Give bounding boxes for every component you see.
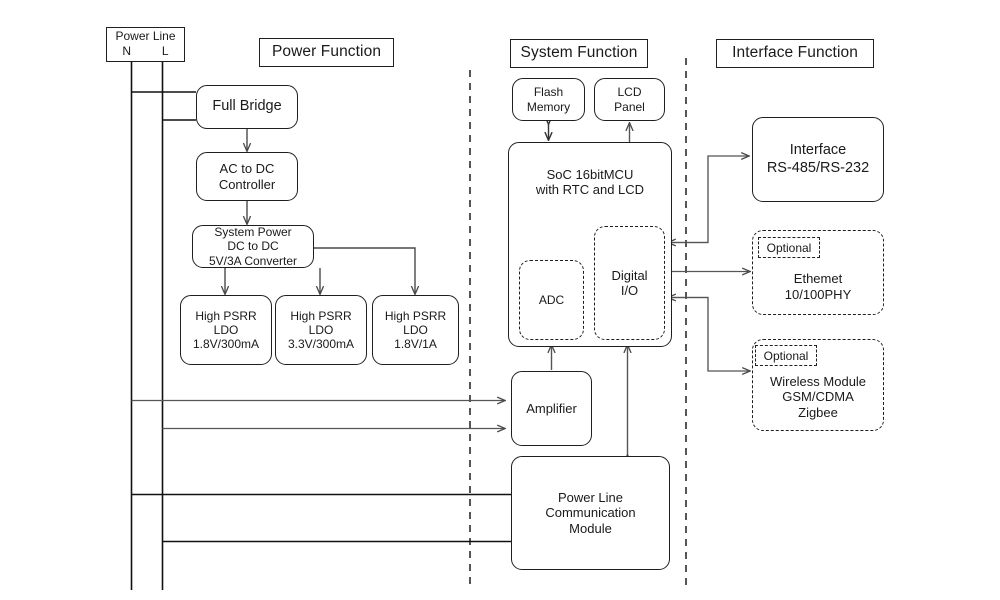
block-soc-mcu: SoC 16bitMCU with RTC and LCD (508, 142, 672, 347)
power-line-source: Power Line N L (106, 27, 185, 62)
block-adc: ADC (519, 260, 584, 340)
block-wireless-module: Wireless Module GSM/CDMA Zigbee (752, 339, 884, 431)
block-adc-label: ADC (538, 292, 565, 307)
block-soc-mcu-label: SoC 16bitMCU with RTC and LCD (535, 167, 645, 198)
block-flash-memory: Flash Memory (512, 78, 585, 121)
block-ethernet-phy: Ethemet 10/100PHY (752, 230, 884, 315)
block-ldo-1v8-1a: High PSRR LDO 1.8V/1A (372, 295, 459, 365)
block-system-power-converter: System Power DC to DC 5V/3A Converter (192, 225, 314, 268)
mains-bus (130, 62, 164, 590)
block-ldo-1v8-300ma-label: High PSRR LDO 1.8V/300mA (192, 308, 260, 352)
block-digital-io-label: Digital I/O (611, 267, 648, 298)
power-line-terminal-n: N (122, 44, 132, 59)
block-flash-memory-label: Flash Memory (526, 85, 571, 114)
block-full-bridge: Full Bridge (196, 85, 298, 129)
block-interface-rs-label: Interface RS-485/RS-232 (766, 142, 870, 176)
block-digital-io: Digital I/O (594, 226, 665, 340)
wire-mains-to-full-bridge (131, 91, 196, 121)
wire-digital-io-to-interface-rs (665, 156, 749, 243)
block-ldo-1v8-1a-label: High PSRR LDO 1.8V/1A (384, 308, 447, 352)
title-box-interface-function: Interface Function (716, 39, 874, 68)
block-plc-module-label: Power Line Communication Module (545, 490, 636, 536)
block-lcd-panel-label: LCD Panel (614, 85, 645, 114)
optional-tag-ethernet: Optional (758, 237, 820, 258)
title-power-function-label: Power Function (271, 43, 382, 61)
title-interface-function-label: Interface Function (732, 44, 858, 62)
block-ldo-3v3-300ma: High PSRR LDO 3.3V/300mA (275, 295, 367, 365)
power-line-terminal-l: L (161, 44, 169, 59)
power-line-label: Power Line (115, 29, 176, 43)
block-interface-rs: Interface RS-485/RS-232 (752, 117, 884, 202)
wire-mains-to-amplifier (131, 401, 506, 429)
block-plc-module: Power Line Communication Module (511, 456, 670, 570)
block-amplifier: Amplifier (511, 371, 592, 446)
block-full-bridge-label: Full Bridge (212, 98, 282, 115)
title-system-function-label: System Function (520, 44, 638, 62)
block-wireless-module-label: Wireless Module GSM/CDMA Zigbee (769, 374, 867, 420)
title-box-system-function: System Function (510, 39, 648, 68)
wire-mains-to-plc (131, 493, 540, 543)
block-ldo-1v8-300ma: High PSRR LDO 1.8V/300mA (180, 295, 272, 365)
wire-digital-io-to-wireless (668, 298, 750, 372)
block-ldo-3v3-300ma-label: High PSRR LDO 3.3V/300mA (287, 308, 355, 352)
block-ethernet-phy-label: Ethemet 10/100PHY (784, 271, 852, 302)
block-ac-to-dc-controller: AC to DC Controller (196, 152, 298, 201)
title-box-power-function: Power Function (259, 38, 394, 67)
block-amplifier-label: Amplifier (526, 400, 577, 416)
block-system-power-converter-label: System Power DC to DC 5V/3A Converter (208, 225, 298, 268)
optional-tag-wireless: Optional (755, 345, 817, 366)
block-ac-to-dc-controller-label: AC to DC Controller (218, 161, 276, 192)
block-lcd-panel: LCD Panel (594, 78, 665, 121)
